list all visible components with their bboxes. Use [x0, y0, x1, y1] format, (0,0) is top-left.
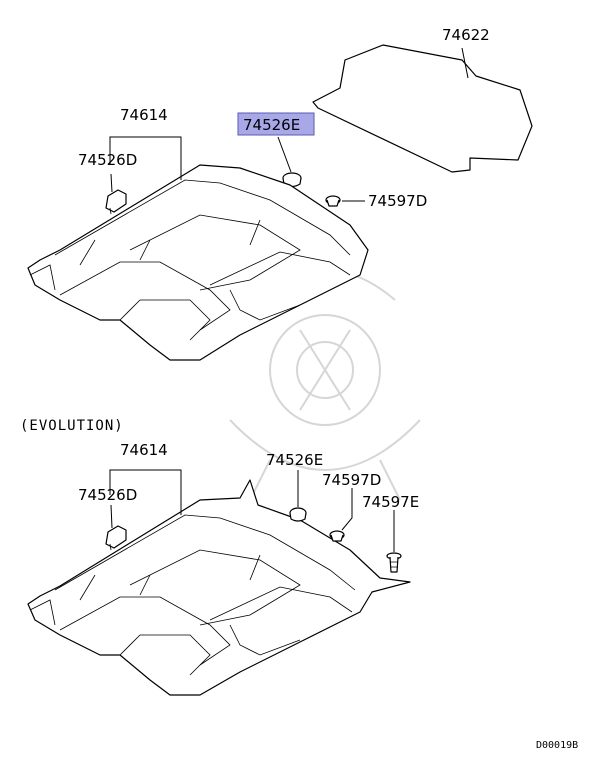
- leader-74597d-evolution: [341, 488, 353, 531]
- leader-74526d-top: [110, 173, 113, 193]
- clip-74526d-evolution: [105, 525, 127, 551]
- floor-carpet-top: [27, 164, 369, 361]
- highlight-box-74526e: [237, 112, 315, 136]
- clip-74597d-top: [325, 195, 341, 207]
- floor-carpet-evolution: [27, 479, 411, 696]
- clip-74526d-top: [105, 189, 127, 215]
- label-74597d-top: 74597D: [368, 192, 427, 210]
- label-74526e-evolution: 74526E: [266, 451, 323, 469]
- leader-74614-evolution: [109, 469, 182, 515]
- label-74597e-evolution: 74597E: [362, 493, 419, 511]
- evolution-heading: (EVOLUTION): [20, 418, 124, 434]
- label-74614-top: 74614: [120, 106, 168, 124]
- label-74597d-evolution: 74597D: [322, 471, 381, 489]
- label-74622: 74622: [442, 26, 490, 44]
- leader-74622: [461, 47, 469, 79]
- label-74526d-evolution: 74526D: [78, 486, 137, 504]
- leader-74614-top: [109, 136, 182, 180]
- trunk-mat-74622: [312, 44, 533, 173]
- label-74526d-top: 74526D: [78, 151, 137, 169]
- leader-74526e-top: [277, 136, 292, 173]
- clip-74597d-evolution: [329, 530, 345, 542]
- leader-74526d-evolution: [110, 504, 113, 529]
- label-74526e-top[interactable]: 74526E: [243, 116, 300, 134]
- diagram-code: D00019B: [536, 740, 578, 751]
- pushpin-74597e-evolution: [386, 552, 402, 573]
- grommet-74526e-evolution: [289, 507, 307, 522]
- label-74614-evolution: 74614: [120, 441, 168, 459]
